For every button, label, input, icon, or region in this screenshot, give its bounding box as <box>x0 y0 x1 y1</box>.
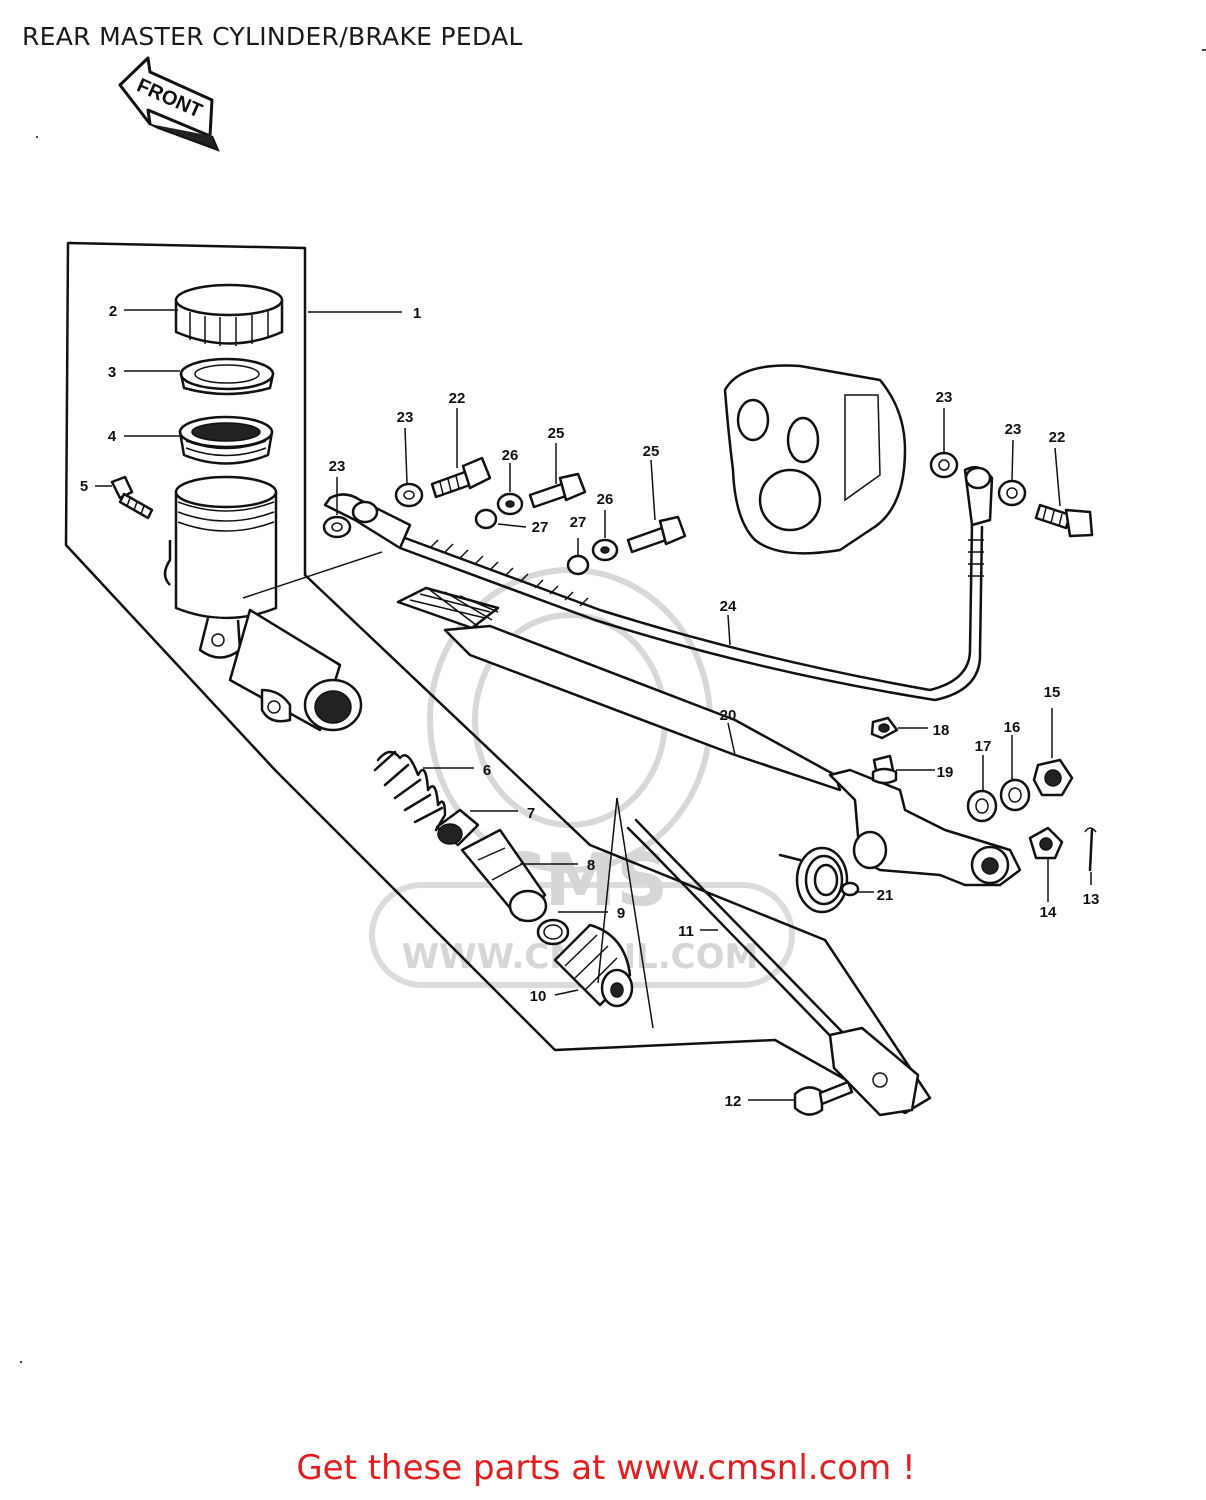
adjuster-nut <box>870 716 899 740</box>
callout-18: 18 <box>933 722 950 739</box>
washer-23-d <box>997 479 1027 507</box>
callout-17: 17 <box>975 738 992 755</box>
washer-23-a <box>322 515 352 539</box>
callout-22-right: 22 <box>1049 429 1066 446</box>
callout-3: 3 <box>108 364 116 381</box>
pivot-washer-16 <box>999 778 1031 812</box>
callout-20: 20 <box>720 707 737 724</box>
callout-9: 9 <box>617 905 625 922</box>
piston <box>460 828 548 923</box>
leader-lines <box>95 309 1092 1101</box>
brake-pedal <box>396 586 1022 887</box>
washer-27-b <box>566 554 590 576</box>
assembly-outline <box>64 241 932 1115</box>
diaphragm <box>178 415 274 465</box>
caliper-cover <box>723 364 907 555</box>
pivot-washer-17 <box>966 789 998 823</box>
callout-23-a: 23 <box>329 458 346 475</box>
push-rod <box>597 797 920 1117</box>
adjuster-bolt <box>871 754 898 785</box>
washer-27-a <box>474 508 498 530</box>
washer-23-b <box>394 482 424 508</box>
front-arrow-shadow <box>149 123 220 152</box>
dust-boot <box>553 923 634 1008</box>
reservoir-cap <box>174 283 284 346</box>
callout-12: 12 <box>725 1093 742 1110</box>
front-arrow: FRONT <box>118 56 220 152</box>
callout-26-b: 26 <box>597 491 614 508</box>
castle-nut-14 <box>1028 826 1064 860</box>
banjo-bolt-22-left <box>430 456 492 499</box>
parts-shop-link[interactable]: Get these parts at www.cmsnl.com ! <box>296 1448 916 1488</box>
callout-22-left: 22 <box>449 390 466 407</box>
return-spring <box>778 846 860 914</box>
callout-10: 10 <box>530 988 547 1005</box>
mounting-bolt-25-a <box>528 472 587 509</box>
callout-11: 11 <box>678 923 694 940</box>
callout-2: 2 <box>109 303 117 320</box>
callout-14: 14 <box>1040 904 1057 921</box>
callout-6: 6 <box>483 762 491 779</box>
banjo-bolt-22-right <box>1034 503 1094 538</box>
washer-26-a-hole <box>505 500 515 508</box>
callout-23-c: 23 <box>936 389 953 406</box>
page-title: REAR MASTER CYLINDER/BRAKE PEDAL <box>22 22 523 51</box>
snap-ring <box>536 918 570 946</box>
callout-21: 21 <box>877 887 894 904</box>
washer-26-b-hole <box>600 546 610 554</box>
washer-23-d-hole <box>1006 487 1018 499</box>
spring <box>373 750 447 832</box>
callout-27-b: 27 <box>570 514 587 531</box>
callout-13: 13 <box>1083 891 1100 908</box>
pivot-nut-15 <box>1032 758 1074 797</box>
callout-5: 5 <box>80 478 88 495</box>
callout-8: 8 <box>587 857 595 874</box>
callout-25-b: 25 <box>643 443 660 460</box>
brake-hose <box>323 466 994 702</box>
diaphragm-plate <box>179 357 275 396</box>
callout-23-b: 23 <box>397 409 414 426</box>
mounting-bolt-25-b <box>626 515 687 554</box>
callout-24: 24 <box>720 598 737 615</box>
front-arrow-shape <box>118 56 214 138</box>
cotter-pin-13-head <box>1084 827 1097 833</box>
washer-23-c <box>929 451 959 479</box>
callout-19: 19 <box>937 764 954 781</box>
master-cylinder-body <box>163 475 363 732</box>
clevis-bolt <box>793 1080 854 1116</box>
callout-15: 15 <box>1044 684 1061 701</box>
pivot-washer-17-hole <box>975 798 989 814</box>
callout-labels: 2 3 4 5 1 6 7 8 9 10 11 12 13 14 15 16 1… <box>80 303 1100 1110</box>
callout-1: 1 <box>413 305 421 322</box>
pivot-washer-16-hole <box>1008 787 1022 803</box>
cotter-pin-13 <box>1088 828 1094 872</box>
washer-23-b-hole <box>403 490 415 500</box>
callout-23-d: 23 <box>1005 421 1022 438</box>
callout-7: 7 <box>527 805 535 822</box>
callout-26-a: 26 <box>502 447 519 464</box>
callout-25-a: 25 <box>548 425 565 442</box>
primary-cup <box>435 808 480 847</box>
callout-4: 4 <box>108 428 117 445</box>
washer-23-a-hole <box>331 522 343 532</box>
washer-23-c-hole <box>938 459 950 471</box>
fitting-screw <box>110 475 154 520</box>
callout-16: 16 <box>1004 719 1021 736</box>
callout-27-a: 27 <box>532 519 549 536</box>
